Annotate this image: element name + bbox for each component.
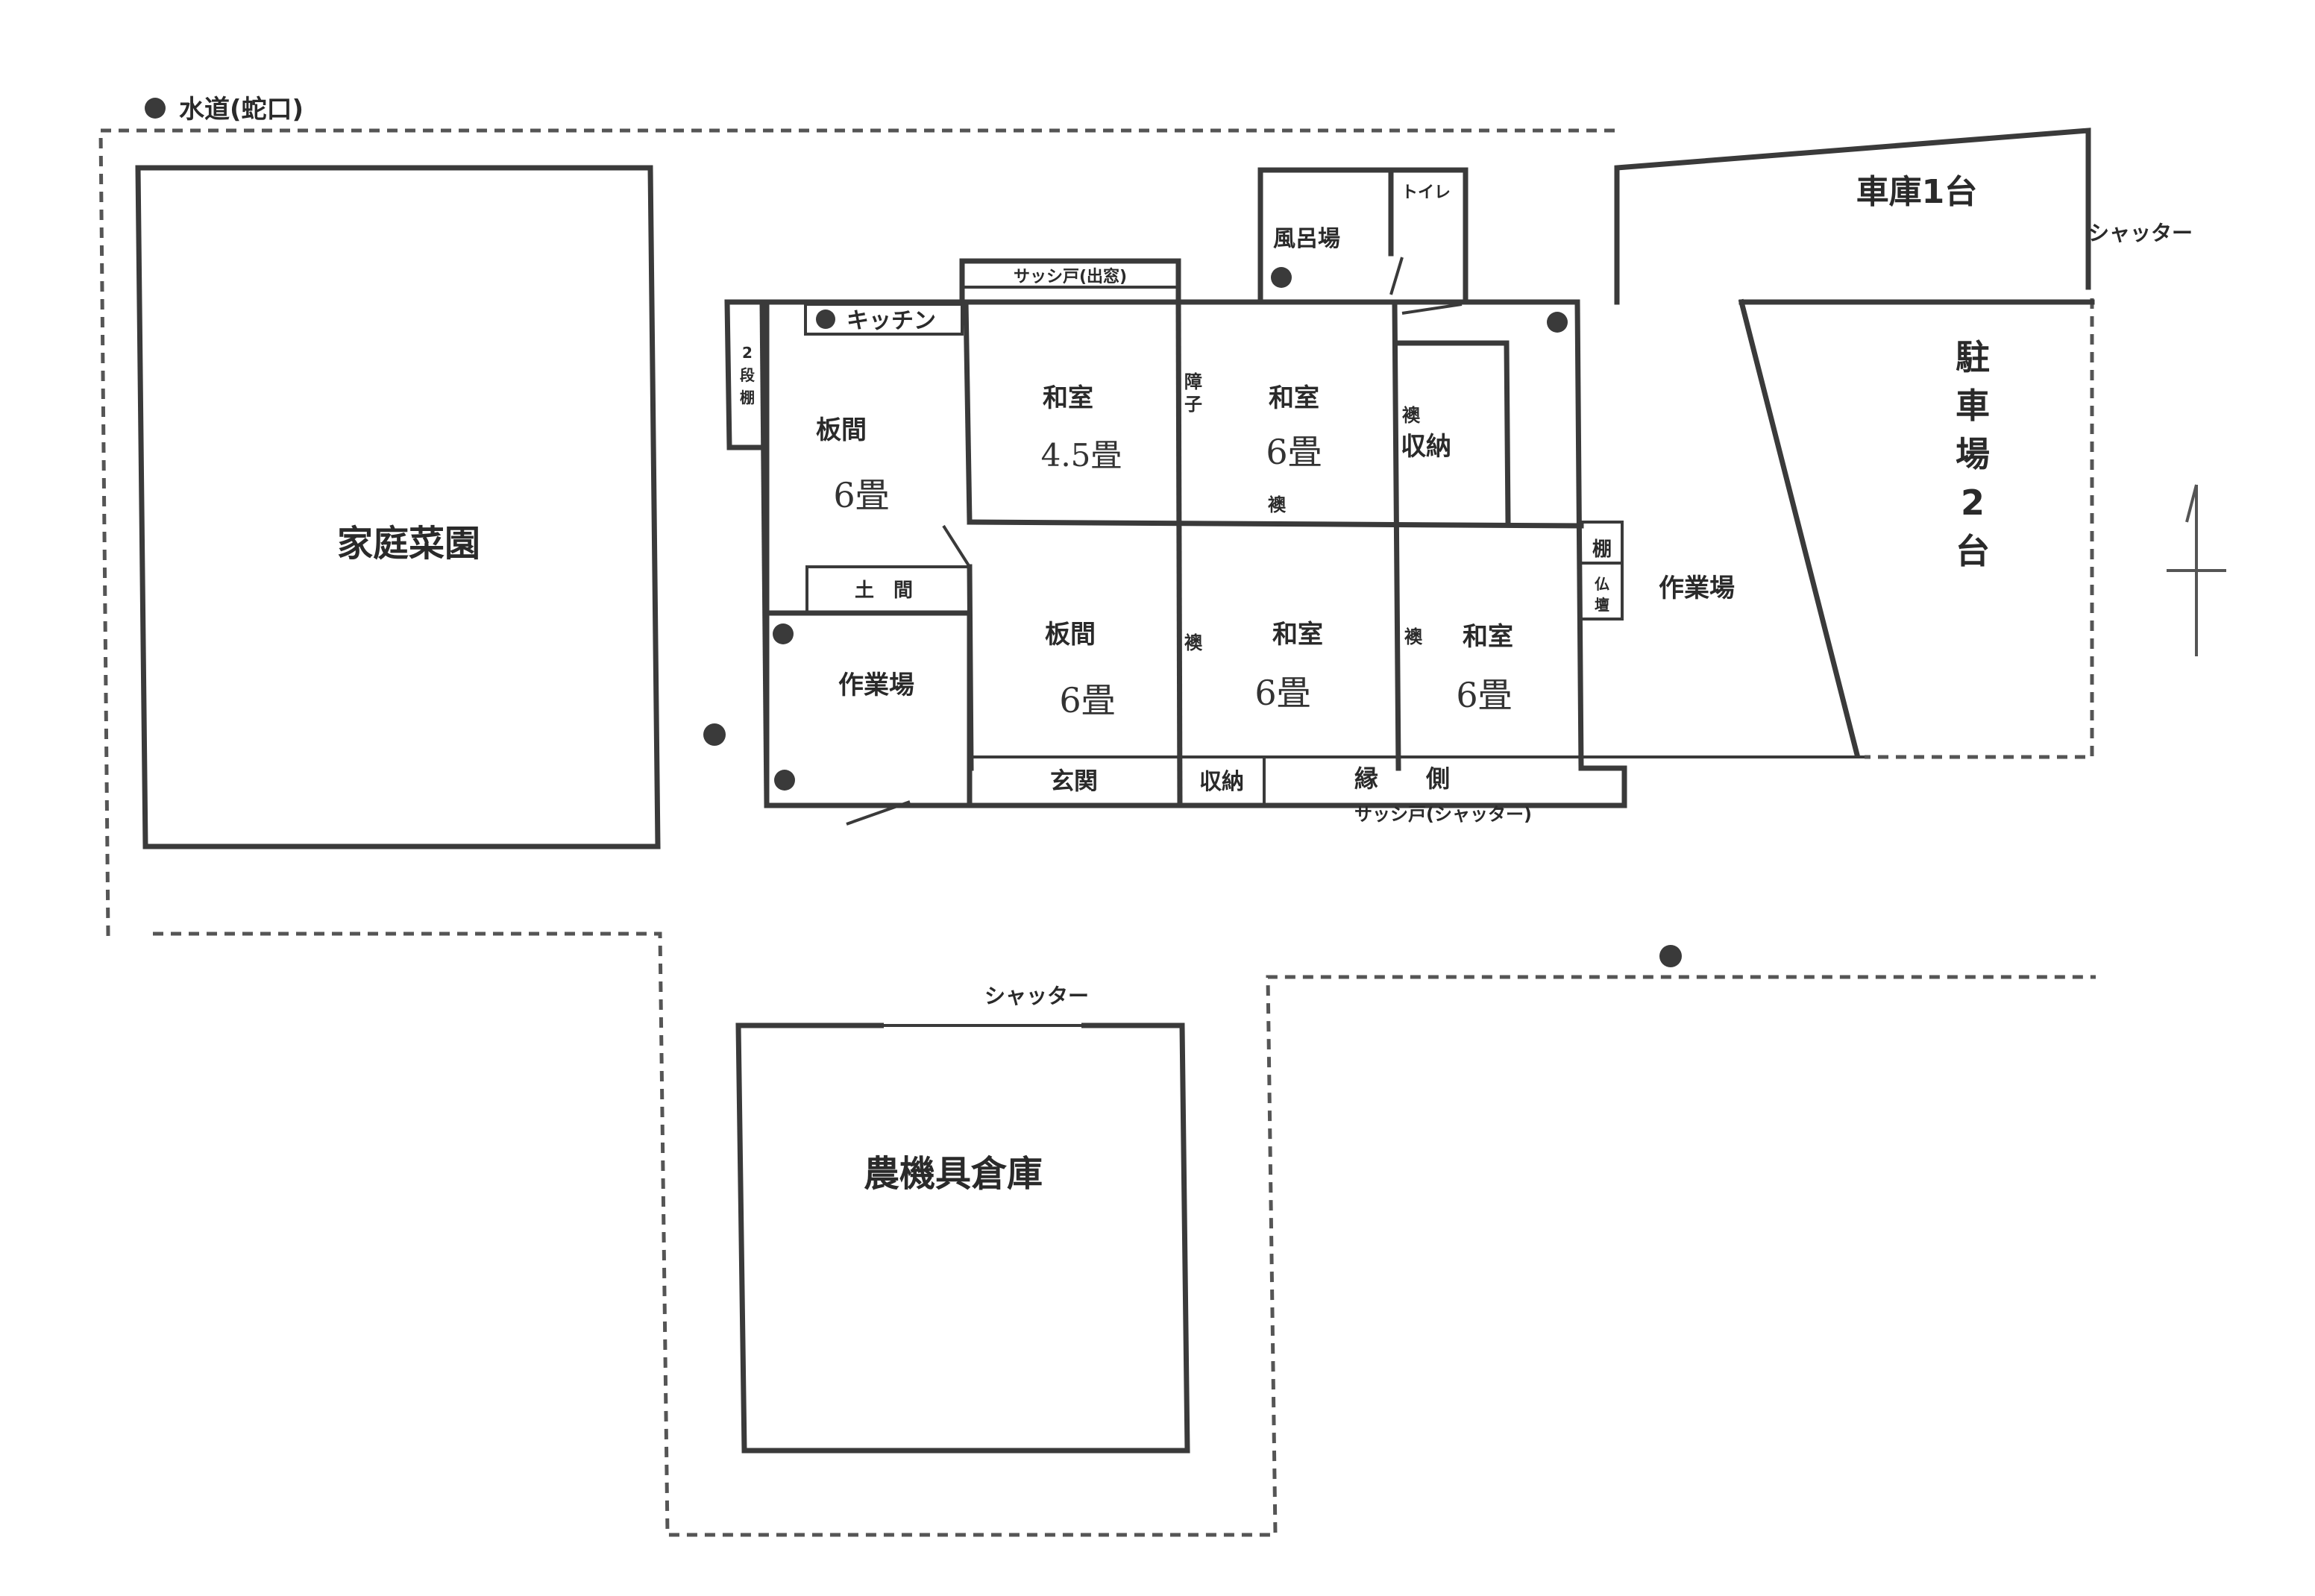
shelf-annex-label-2: 2 — [742, 344, 753, 362]
vegetable-garden — [135, 165, 661, 849]
entrance-door-swing — [846, 800, 911, 826]
toilet-label: トイレ — [1401, 183, 1451, 202]
storage-lower-label: 収納 — [1199, 769, 1244, 795]
water-tap-marker — [145, 98, 166, 119]
parking-label-1: 駐 — [1956, 337, 1990, 377]
washitsu45-label: 和室 — [1043, 383, 1093, 413]
butsudan-niche — [1581, 521, 1624, 621]
washitsu6-upper-size: 6畳 — [1266, 432, 1322, 472]
house-corner-marker — [1547, 312, 1568, 333]
kitchen-marker — [816, 310, 835, 329]
sash-shutter-label: サッシ戸(シャッター) — [1354, 804, 1532, 825]
garage-walls — [1614, 128, 2091, 305]
shelf-annex — [724, 299, 770, 450]
outside-marker-left — [703, 723, 726, 746]
fusuma-left-label: 襖 — [1184, 632, 1203, 653]
tana-label: 棚 — [1592, 538, 1612, 561]
itama-upper-size: 6畳 — [833, 475, 889, 515]
shoji-label-1: 障 — [1184, 371, 1202, 392]
washitsu45-size: 4.5畳 — [1041, 437, 1122, 474]
fusuma-storage-label: 襖 — [1402, 405, 1421, 426]
washitsu-lower-right-size: 6畳 — [1456, 675, 1512, 715]
parking-outline — [1738, 298, 2095, 758]
water-tap-label: 水道(蛇口) — [179, 95, 304, 125]
toilet-door — [1389, 257, 1404, 295]
doma-label: 土 間 — [855, 579, 913, 602]
garage-shutter-label: シャッター — [2088, 221, 2193, 245]
vegetable-garden-label: 家庭菜園 — [337, 523, 480, 565]
parking-label-4: 2 — [1961, 483, 1985, 523]
warehouse-walls — [735, 1022, 1190, 1454]
property-boundary — [98, 128, 1615, 937]
bath-marker — [1271, 267, 1292, 288]
bay-window — [959, 258, 1181, 305]
parking-label-3: 場 — [1956, 434, 1990, 474]
washitsu-lower-mid-label: 和室 — [1272, 620, 1323, 650]
sagyoba-left-label: 作業場 — [838, 670, 914, 700]
bath-label: 風呂場 — [1273, 226, 1340, 252]
butsudan-label-1: 仏 — [1595, 575, 1609, 593]
parking-boundary-right — [1865, 298, 2094, 759]
wall-washitsu45-washitsu6 — [1175, 299, 1183, 808]
storage-upper-label: 収納 — [1401, 432, 1451, 462]
washitsu6-upper-label: 和室 — [1269, 383, 1319, 413]
warehouse-label: 農機具倉庫 — [864, 1153, 1043, 1195]
kitchen-counter — [804, 303, 964, 336]
itama-door — [942, 524, 971, 568]
shelf-annex-label-tana: 棚 — [740, 389, 755, 406]
inner-divider-left — [759, 299, 770, 808]
wall-middle-horizontal — [967, 519, 1584, 529]
garage-label: 車庫1台 — [1856, 173, 1978, 211]
itama-upper-label: 板間 — [816, 415, 867, 445]
parking-label-2: 車 — [1956, 386, 1990, 426]
shoji-label-2: 子 — [1184, 394, 1202, 415]
warehouse-shutter-label: シャッター — [984, 984, 1089, 1008]
outside-marker-bottom — [1659, 945, 1682, 967]
itama-lower-label: 板間 — [1045, 620, 1096, 650]
fusuma-upper-label: 襖 — [1268, 494, 1287, 515]
bath-toilet-block — [1257, 167, 1469, 305]
shelf-annex-label-dan: 段 — [740, 366, 755, 384]
engawa-label: 縁 側 — [1354, 764, 1450, 793]
fusuma-right-label: 襖 — [1404, 626, 1423, 647]
itama-lower-size: 6畳 — [1059, 680, 1115, 720]
sagyoba-marker-top — [773, 623, 794, 644]
sagyoba-marker-bottom — [774, 770, 795, 791]
toilet-door-2 — [1401, 303, 1463, 315]
wall-itama-washitsu45 — [963, 299, 973, 525]
north-arrow — [2167, 484, 2226, 656]
washitsu-lower-mid-size: 6畳 — [1254, 673, 1310, 713]
sash-window-label: サッシ戸(出窓) — [1014, 267, 1127, 286]
genkan-label: 玄関 — [1050, 767, 1098, 795]
sagyoba-right-label: 作業場 — [1659, 574, 1735, 603]
parking-label-5: 台 — [1956, 531, 1990, 571]
washitsu-lower-right-label: 和室 — [1463, 622, 1513, 652]
butsudan-label-2: 壇 — [1595, 596, 1609, 614]
wall-washitsu6-storage — [1392, 299, 1401, 771]
storage-closet-upper — [1395, 340, 1511, 525]
kitchen-label: キッチン — [846, 308, 936, 334]
